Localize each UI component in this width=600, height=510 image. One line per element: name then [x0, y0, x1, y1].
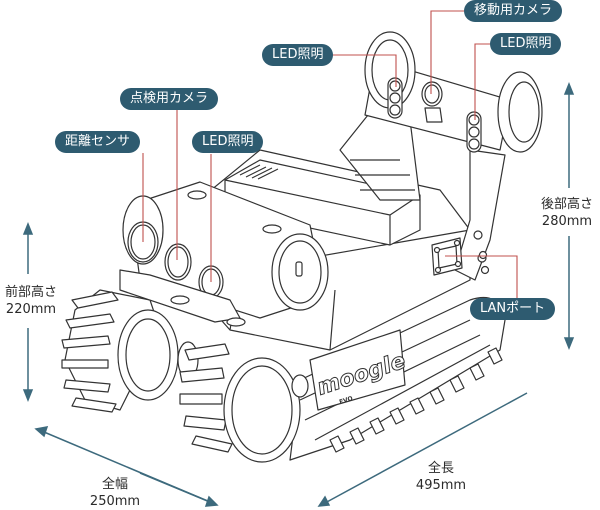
dimension-arrows	[22, 81, 575, 507]
label-led-front: LED照明	[192, 131, 264, 153]
camera-arm	[339, 99, 506, 281]
label-lan-port: LANポート	[470, 298, 556, 320]
dimension-width: 全幅 250mm	[82, 476, 148, 510]
leader-led-rear-left	[327, 54, 397, 87]
length-label: 全長	[427, 461, 454, 476]
dimension-length: 全長 495mm	[406, 460, 476, 494]
label-led-rear-left: LED照明	[262, 44, 334, 66]
left-gear-teeth	[61, 291, 119, 413]
dimension-rear-height: 後部高さ 280mm	[534, 196, 600, 230]
right-track-teeth	[329, 347, 503, 453]
rear-height-value: 280mm	[541, 214, 593, 229]
leader-lines	[142, 10, 518, 300]
arrowhead	[22, 221, 34, 235]
arrowhead	[563, 337, 575, 351]
arrowhead	[204, 495, 219, 507]
front-height-label: 前部高さ	[4, 285, 57, 300]
arrowhead	[34, 426, 49, 438]
width-arrow-tail	[139, 472, 211, 503]
rear-camera-head	[364, 31, 543, 153]
label-distance-sensor: 距離センサ	[55, 131, 141, 153]
label-drive-camera: 移動用カメラ	[464, 0, 563, 22]
rear-height-label: 後部高さ	[540, 197, 593, 212]
arrowhead	[22, 389, 34, 403]
left-track	[61, 289, 199, 413]
front-height-value: 220mm	[5, 302, 57, 317]
arrowhead	[317, 495, 331, 507]
width-label: 全幅	[101, 477, 128, 492]
label-led-rear-right: LED照明	[490, 33, 562, 55]
leader-drive-camera	[430, 10, 464, 94]
dimension-front-height: 前部高さ 220mm	[0, 284, 62, 318]
front-wheel	[179, 343, 309, 463]
leader-led-rear-right	[474, 43, 495, 120]
length-value: 495mm	[415, 478, 467, 493]
leader-lan-port	[445, 255, 518, 300]
brand-sub: EVO	[338, 395, 353, 406]
width-value: 250mm	[89, 494, 141, 509]
arrowhead	[563, 81, 575, 95]
top-block	[224, 159, 421, 246]
length-arrow	[324, 392, 528, 504]
label-inspection-camera: 点検用カメラ	[120, 88, 219, 110]
